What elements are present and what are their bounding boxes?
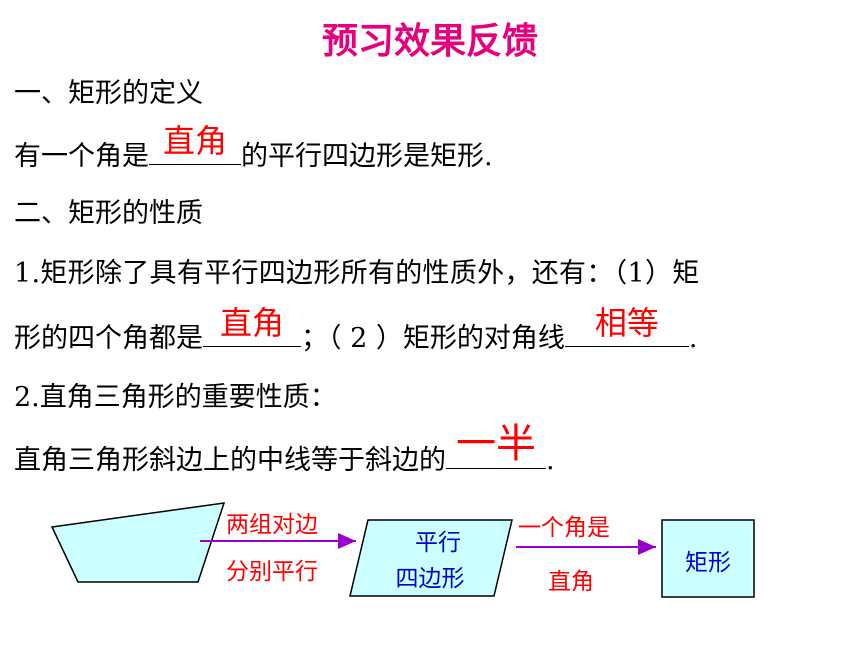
definition-line: 有一个角是直角的平行四边形是矩形. [14, 124, 493, 175]
property-text-c: . [688, 323, 698, 354]
half-blank: 一半 [446, 424, 546, 469]
property-line-1: 1.矩形除了具有平行四边形所有的性质外，还有：（1）矩 [14, 258, 700, 289]
parallelogram-label-2: 四边形 [395, 566, 465, 592]
arrow2-label-top: 一个角是 [518, 515, 610, 541]
right-triangle-line: 直角三角形斜边上的中线等于斜边的一半. [14, 424, 555, 479]
diagonals-blank: 相等 [564, 306, 689, 347]
rectangle-shape [661, 519, 755, 598]
diagonals-answer: 相等 [594, 304, 659, 342]
definition-text-before: 有一个角是 [14, 141, 149, 172]
angles-blank: 直角 [203, 306, 301, 347]
angles-answer: 直角 [219, 304, 284, 342]
property-text-b: ；（ 2 ）矩形的对角线 [301, 323, 565, 354]
section2-heading: 二、矩形的性质 [14, 198, 203, 229]
rectangle-label: 矩形 [685, 550, 731, 576]
property-text-a: 形的四个角都是 [14, 323, 203, 354]
arrow2-label-bottom: 直角 [548, 569, 594, 595]
property-line-2: 形的四个角都是直角 ；（ 2 ）矩形的对角线相等. [14, 306, 698, 357]
section1-heading: 一、矩形的定义 [14, 78, 203, 109]
right-triangle-end: . [546, 445, 555, 476]
parallelogram-label-1: 平行 [415, 530, 461, 556]
definition-answer: 直角 [162, 122, 227, 160]
definition-blank: 直角 [149, 124, 241, 165]
half-answer: 一半 [456, 421, 536, 467]
quadrilateral-shape [50, 502, 226, 583]
arrow1-label-top: 两组对边 [226, 512, 318, 538]
parallelogram-shape [349, 519, 513, 597]
arrow1-label-bottom: 分别平行 [226, 559, 318, 585]
right-triangle-heading: 2.直角三角形的重要性质： [14, 382, 337, 413]
page-title: 预习效果反馈 [321, 21, 538, 62]
definition-text-after: 的平行四边形是矩形. [241, 141, 493, 172]
right-triangle-text: 直角三角形斜边上的中线等于斜边的 [14, 445, 446, 476]
